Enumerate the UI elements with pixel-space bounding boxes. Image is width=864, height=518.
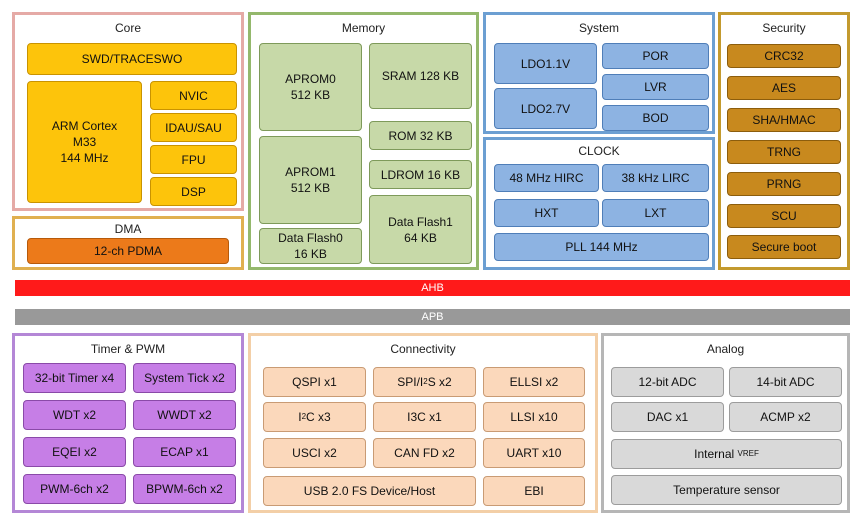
system-group: System LDO1.1V LDO2.7V POR LVR BOD <box>483 12 715 134</box>
temperature-sensor-block: Temperature sensor <box>611 475 842 505</box>
data-flash0-block: Data Flash0 16 KB <box>259 228 362 264</box>
dac-block: DAC x1 <box>611 402 724 432</box>
dma-group: DMA 12-ch PDMA <box>12 216 244 270</box>
ellsi-block: ELLSI x2 <box>483 367 585 397</box>
qspi-block: QSPI x1 <box>263 367 366 397</box>
analog-group: Analog 12-bit ADC 14-bit ADC DAC x1 ACMP… <box>601 333 850 513</box>
aprom0-block: APROM0 512 KB <box>259 43 362 131</box>
internal-vref-label: Internal <box>694 447 738 461</box>
internal-vref-block: Internal VREF <box>611 439 842 469</box>
spi-i2s-label-b: S x2 <box>427 375 452 389</box>
spi-i2s-label-sup: 2 <box>423 377 428 386</box>
lxt-block: LXT <box>602 199 709 227</box>
aprom1-block: APROM1 512 KB <box>259 136 362 224</box>
pll-block: PLL 144 MHz <box>494 233 709 261</box>
por-block: POR <box>602 43 709 69</box>
eqei-block: EQEI x2 <box>23 437 126 467</box>
spi-i2s-label-a: SPI/I <box>397 375 424 389</box>
rom-block: ROM 32 KB <box>369 121 472 150</box>
vref-subscript: VREF <box>737 449 759 458</box>
fpu-block: FPU <box>150 145 237 174</box>
arm-cortex-block: ARM Cortex M33 144 MHz <box>27 81 142 203</box>
memory-title: Memory <box>341 21 386 35</box>
dsp-block: DSP <box>150 177 237 206</box>
i2c-label-b: C x3 <box>306 410 331 424</box>
data-flash1-block: Data Flash1 64 KB <box>369 195 472 264</box>
i3c-block: I3C x1 <box>373 402 476 432</box>
ebi-block: EBI <box>483 476 585 506</box>
usb-block: USB 2.0 FS Device/Host <box>263 476 476 506</box>
apb-bus: APB <box>15 309 850 325</box>
aes-block: AES <box>727 76 841 100</box>
idau-sau-block: IDAU/SAU <box>150 113 237 142</box>
hxt-block: HXT <box>494 199 599 227</box>
llsi-block: LLSI x10 <box>483 402 585 432</box>
sha-hmac-block: SHA/HMAC <box>727 108 841 132</box>
wdt-block: WDT x2 <box>23 400 126 430</box>
pwm-block: PWM-6ch x2 <box>23 474 126 504</box>
crc32-block: CRC32 <box>727 44 841 68</box>
clock-title: CLOCK <box>578 144 620 158</box>
secure-boot-block: Secure boot <box>727 235 841 259</box>
canfd-block: CAN FD x2 <box>373 438 476 468</box>
bod-block: BOD <box>602 105 709 131</box>
lirc-block: 38 kHz LIRC <box>602 164 709 192</box>
trng-block: TRNG <box>727 140 841 164</box>
ahb-bus: AHB <box>15 280 850 296</box>
security-title: Security <box>762 21 806 35</box>
core-title: Core <box>114 21 141 35</box>
adc14-block: 14-bit ADC <box>729 367 842 397</box>
ldo11-block: LDO1.1V <box>494 43 597 84</box>
adc12-block: 12-bit ADC <box>611 367 724 397</box>
nvic-block: NVIC <box>150 81 237 110</box>
bpwm-block: BPWM-6ch x2 <box>133 474 236 504</box>
prng-block: PRNG <box>727 172 841 196</box>
analog-title: Analog <box>706 342 745 356</box>
connectivity-title: Connectivity <box>390 342 456 356</box>
usci-block: USCI x2 <box>263 438 366 468</box>
timer-pwm-group: Timer & PWM 32-bit Timer x4 System Tick … <box>12 333 244 513</box>
core-group: Core SWD/TRACESWO ARM Cortex M33 144 MHz… <box>12 12 244 211</box>
scu-block: SCU <box>727 204 841 228</box>
acmp-block: ACMP x2 <box>729 402 842 432</box>
pdma-block: 12-ch PDMA <box>27 238 229 264</box>
timer-pwm-title: Timer & PWM <box>90 342 166 356</box>
swd-traceswo-block: SWD/TRACESWO <box>27 43 237 75</box>
wwdt-block: WWDT x2 <box>133 400 236 430</box>
ldrom-block: LDROM 16 KB <box>369 160 472 189</box>
ldo27-block: LDO2.7V <box>494 88 597 129</box>
hirc-block: 48 MHz HIRC <box>494 164 599 192</box>
clock-group: CLOCK 48 MHz HIRC 38 kHz LIRC HXT LXT PL… <box>483 137 715 270</box>
system-title: System <box>578 21 619 35</box>
sram-block: SRAM 128 KB <box>369 43 472 109</box>
uart-block: UART x10 <box>483 438 585 468</box>
memory-group: Memory APROM0 512 KB APROM1 512 KB Data … <box>248 12 479 270</box>
security-group: Security CRC32 AES SHA/HMAC TRNG PRNG SC… <box>718 12 850 270</box>
i2c-label-sup: 2 <box>301 412 307 421</box>
dma-title: DMA <box>114 222 142 236</box>
lvr-block: LVR <box>602 74 709 100</box>
i2c-label-a: I <box>298 410 302 424</box>
timer-32bit-block: 32-bit Timer x4 <box>23 363 126 393</box>
system-tick-block: System Tick x2 <box>133 363 236 393</box>
ecap-block: ECAP x1 <box>133 437 236 467</box>
